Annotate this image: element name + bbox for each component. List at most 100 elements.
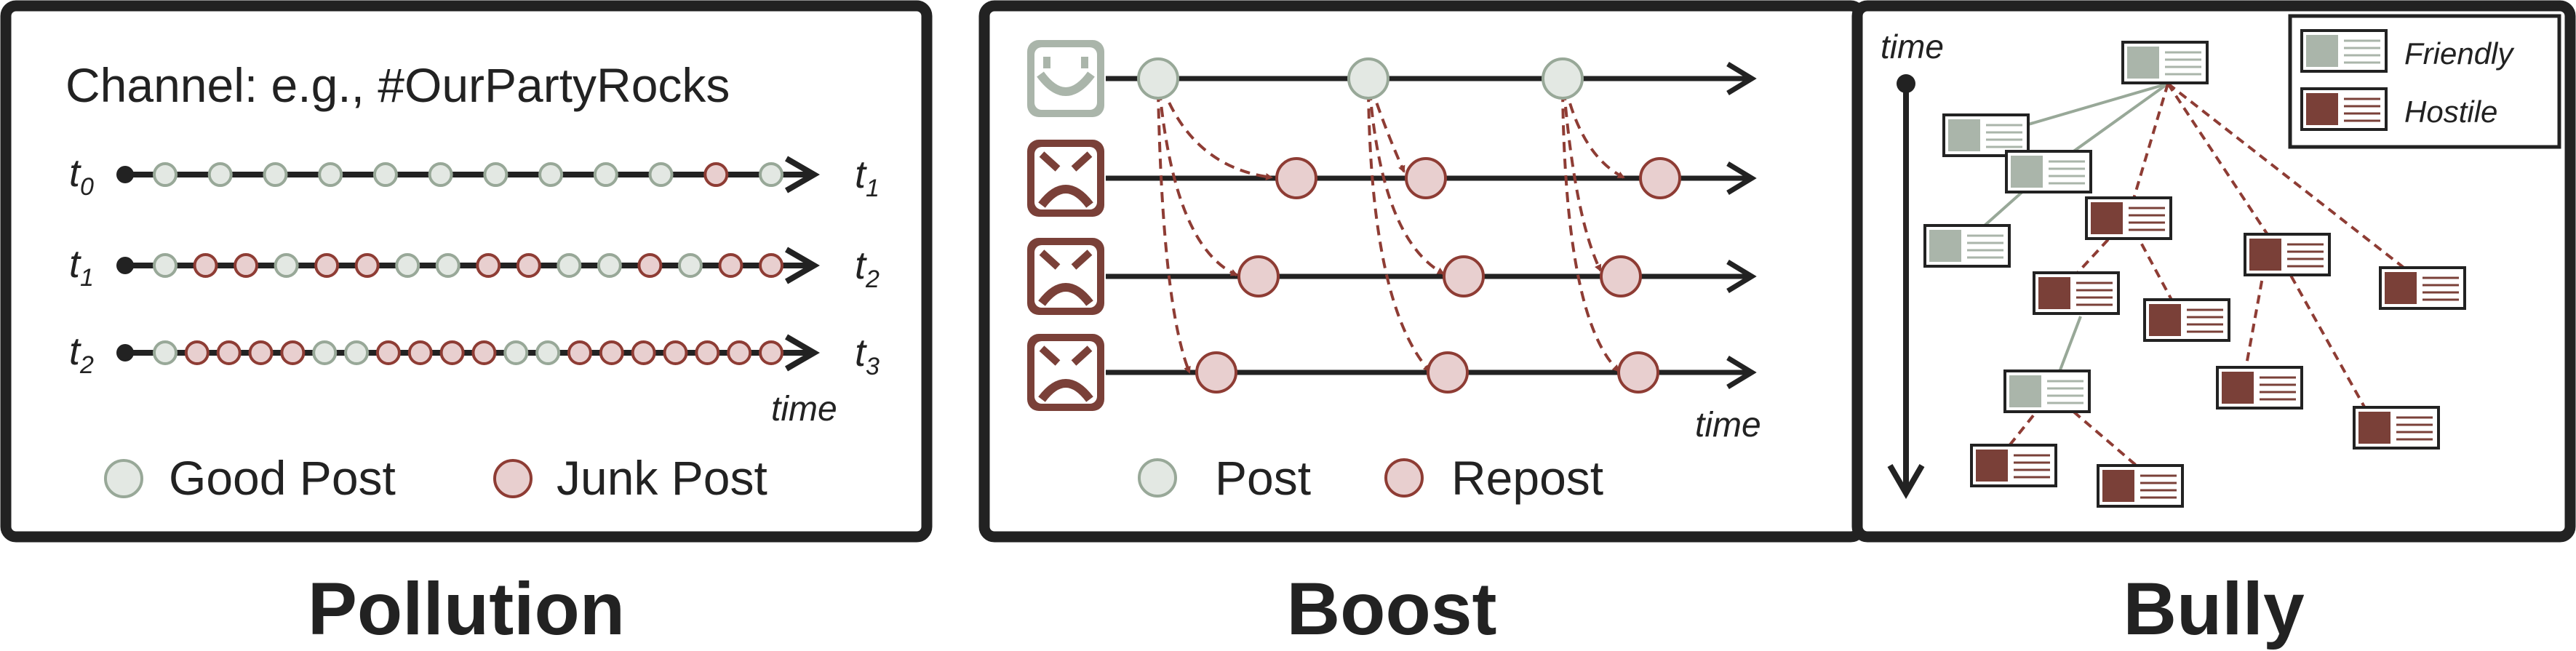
junk-post-dot [407,340,433,365]
junk-post-dot [759,253,783,278]
legend-repost-label: Repost [1451,451,1603,505]
boost-title: Boost [1287,567,1497,650]
junk-post-dot [471,340,497,365]
friendly-message-icon [2121,41,2209,84]
angry-face-icon [1027,238,1104,315]
good-post-dot [759,162,783,187]
repost-node [1195,351,1237,394]
junk-post-dot [354,253,380,278]
hostile-message-icon [2216,366,2303,410]
boost-panel-frame [978,0,1867,543]
good-post-dot [593,162,618,187]
hostile-message-icon [2033,271,2120,315]
good-post-dot [372,162,398,187]
pollution-timeline-arrow [784,247,820,284]
good-post-dot [535,340,561,365]
pollution-row-end-label: t3 [855,331,880,380]
hostile-message-icon [2379,266,2466,310]
pollution-row-end-label: t1 [855,153,880,202]
bully-legend: Friendly Hostile [2288,14,2561,149]
repost-node [1617,351,1659,394]
junk-post-dot [280,340,306,365]
good-post-dot [538,162,564,187]
boost-posts [1137,57,1681,394]
pollution-legend: Good Post Junk Post [104,451,767,505]
bully-time-label: time [1881,28,1944,65]
junk-post-dot [727,340,752,365]
repost-node [1275,157,1317,199]
boost-legend: Post Repost [1138,451,1603,505]
junk-post-dot [703,162,729,187]
bully-time-axis-arrow [1887,463,1925,499]
hostile-message-icon [2143,298,2230,342]
legend-good-post-marker [104,459,143,498]
friendly-message-icon [2005,150,2092,193]
boost-timeline-3-arrow [1726,260,1757,293]
repost-node [1427,351,1469,394]
junk-post-dot [567,340,592,365]
pollution-row-start-label: t1 [69,242,94,292]
pollution-timeline-arrow [784,156,820,193]
bully-title: Bully [2123,567,2305,650]
boost-timeline-4-arrow [1726,356,1757,389]
good-post-dot [318,162,343,187]
pollution-time-label: time [771,390,837,428]
repost-node [1600,255,1642,297]
pollution-timeline-start [116,257,134,274]
legend-friendly-label: Friendly [2404,36,2515,71]
hostile-message-icon [2300,87,2388,131]
junk-post-dot [516,253,541,278]
boost-time-label: time [1695,406,1761,444]
junk-post-dot [234,253,259,278]
good-post-dot [263,162,288,187]
good-post-dot [557,253,582,278]
junk-post-dot [476,253,501,278]
good-post-dot [677,253,703,278]
pollution-row-end-label: t2 [855,244,880,293]
good-post-dot [483,162,509,187]
post-node [1347,57,1389,100]
good-post-dot [153,340,178,365]
bully-panel: time Friendly Hosti [1851,0,2576,543]
angry-face-icon [1027,334,1104,411]
repost-node [1405,157,1447,199]
legend-post-label: Post [1215,451,1311,505]
good-post-dot [312,340,338,365]
pollution-panel-frame [0,0,933,543]
good-post-dot [428,162,453,187]
good-post-dot [395,253,420,278]
junk-post-dot [637,253,663,278]
junk-post-dot [718,253,743,278]
junk-post-dot [375,340,401,365]
legend-repost-marker [1384,458,1424,498]
pollution-row-start-label: t2 [69,330,94,379]
legend-post-marker [1138,458,1177,498]
junk-post-dot [184,340,210,365]
good-post-dot [207,162,233,187]
good-post-dot [344,340,370,365]
pollution-timeline-arrow [784,334,820,372]
junk-post-dot [663,340,688,365]
repost-node [1639,157,1681,199]
friendly-message-icon [2300,29,2388,73]
good-post-dot [503,340,529,365]
junk-post-dot [599,340,624,365]
good-post-dot [153,162,178,187]
pollution-timeline-start [116,344,134,362]
good-post-dot [153,253,178,278]
pollution-title: Pollution [308,567,625,650]
junk-post-dot [631,340,656,365]
angry-face-icon [1027,140,1104,217]
legend-junk-post-marker [493,459,533,498]
friendly-message-icon [2003,370,2091,413]
hostile-message-icon [2097,464,2184,508]
hostile-message-icon [1970,444,2057,487]
friendly-message-icon [1923,224,2011,268]
good-post-dot [597,253,622,278]
good-post-dot [435,253,460,278]
pollution-timeline-start [116,166,134,183]
hostile-message-icon [2085,196,2172,240]
pollution-channel-label: Channel: e.g., #OurPartyRocks [65,58,730,112]
